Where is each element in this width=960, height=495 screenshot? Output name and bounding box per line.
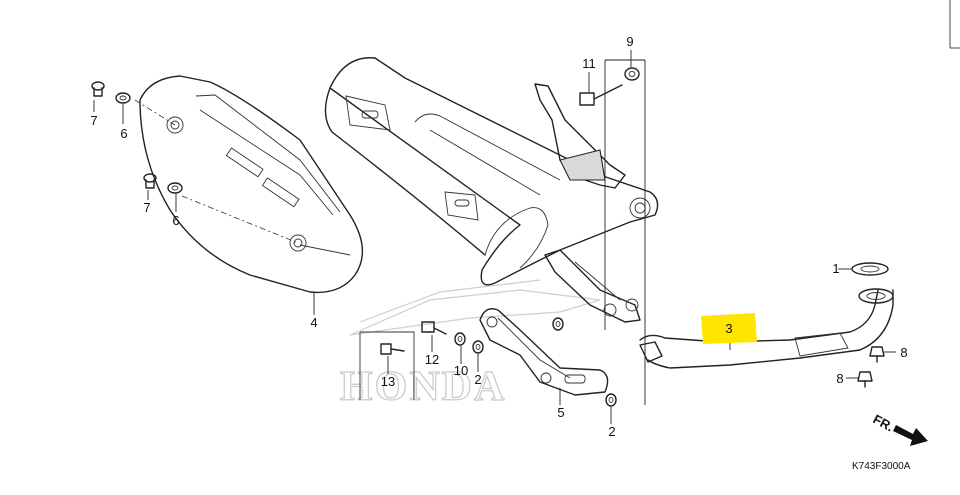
arrow-front-icon [893,425,928,446]
washer-10 [454,332,466,346]
callout-9: 9 [626,34,633,49]
highlight-part-3 [701,313,757,344]
bolt-7-lower [143,173,157,189]
washer-2-bottom [605,393,617,407]
exhaust-pipe [639,288,894,369]
dash-line [134,99,176,126]
muffler-body [324,57,659,323]
muffler-protector [139,75,364,294]
callout-7-lower: 7 [143,200,150,215]
callout-6-lower: 6 [172,213,179,228]
callout-2-bottom: 2 [608,424,615,439]
direction-label: FR. [871,411,897,434]
callout-7-upper: 7 [90,113,97,128]
clip-8-lower [857,371,873,388]
muffler-bracket [479,308,609,396]
callout-3: 3 [725,321,732,336]
front-direction-indicator: FR. [871,411,928,446]
callout-8-upper: 8 [900,345,907,360]
bolt-13 [380,343,405,355]
callout-13: 13 [381,374,395,389]
dash-line [181,195,299,244]
washer-2-center [552,317,564,331]
callout-10: 10 [454,363,468,378]
nut-6-upper [115,92,131,104]
callout-8-lower: 8 [836,371,843,386]
leader-lines [93,50,896,424]
clip-8-upper [869,346,885,363]
callout-6-upper: 6 [120,126,127,141]
bolt-11 [579,84,623,106]
bolt-7-upper [91,81,105,97]
callout-11: 11 [582,56,596,71]
washer-9 [624,67,640,81]
callout-1: 1 [832,261,839,276]
honda-wing-watermark: HONDA [339,279,601,411]
callout-4: 4 [310,315,317,330]
callout-2-left: 2 [474,372,481,387]
gasket [851,262,889,276]
group-bracket [360,331,415,400]
nut-6-lower [167,182,183,194]
washer-2-left [472,340,484,354]
bolt-12 [421,321,447,335]
diagram-code: K743F3000A [852,461,911,472]
callout-5: 5 [557,405,564,420]
watermark-text: HONDA [340,364,506,410]
callout-12: 12 [425,352,439,367]
